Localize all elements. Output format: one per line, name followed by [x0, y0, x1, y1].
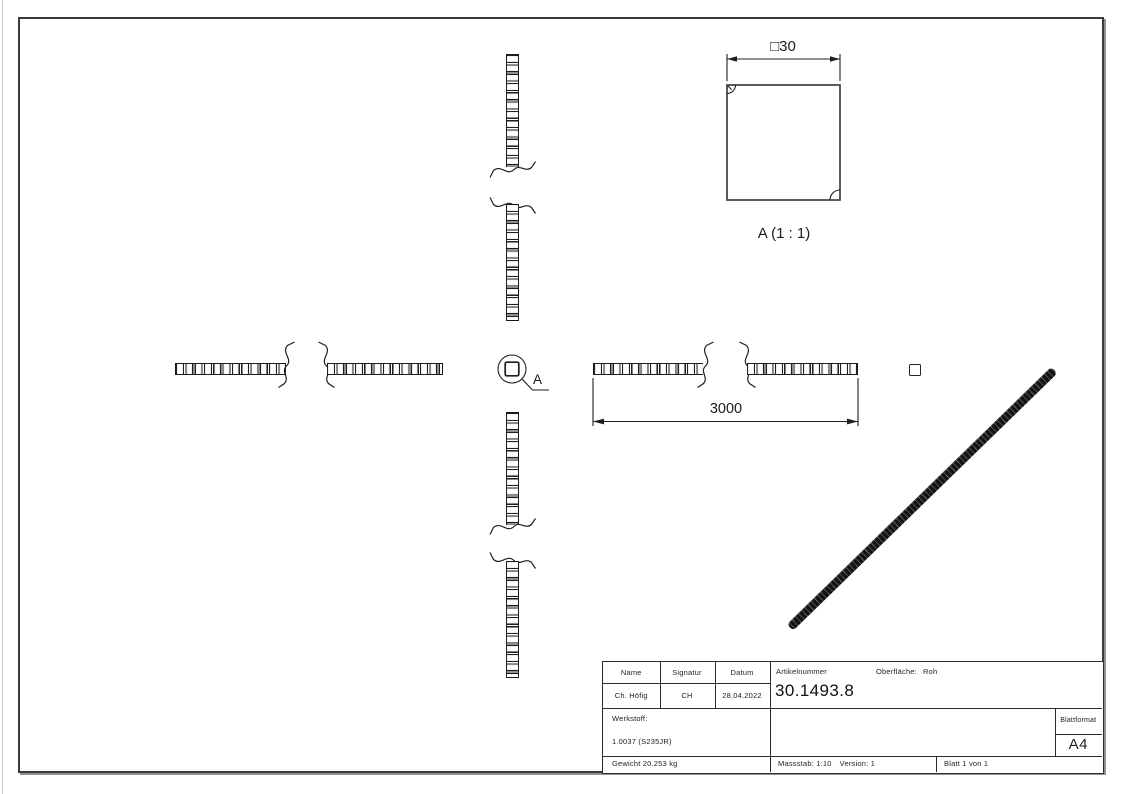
sheet-edge-line — [2, 0, 3, 794]
signatur-value: CH — [681, 690, 693, 700]
title-block-line — [659, 662, 661, 708]
name-value: Ch. Höfig — [614, 690, 648, 700]
bottom-view-bar-segment-2 — [506, 561, 519, 678]
massstab-version-row: Massstab: 1:10 Version: 1 — [778, 756, 933, 773]
title-block-line — [714, 662, 716, 708]
bottom-view-bar-segment-1 — [506, 412, 519, 525]
datum-header: Datum — [730, 668, 754, 677]
title-block-line — [603, 755, 1102, 757]
oberflaeche-label: Oberfläche: — [876, 666, 917, 676]
break-line — [278, 341, 295, 388]
massstab-text: Massstab: 1:10 — [778, 759, 832, 769]
blatt-text: Blatt 1 von 1 — [944, 759, 989, 769]
title-block-line — [603, 707, 1102, 709]
detail-callout-circle — [497, 354, 549, 391]
datum-value: 28.04.2022 — [722, 690, 762, 700]
dimensioned-view-bar-segment-2 — [747, 363, 858, 375]
werkstoff-label: Werkstoff: — [612, 713, 648, 723]
blattformat-value: A4 — [1068, 736, 1088, 754]
version-text: Version: 1 — [839, 759, 876, 769]
detail-callout-label: A — [533, 372, 543, 387]
length-dimension-text: 3000 — [709, 401, 743, 417]
drawing-frame-border — [18, 17, 1104, 773]
length-dimension-lines — [592, 378, 859, 426]
detail-dimension-text: □30 — [770, 38, 796, 55]
name-header: Name — [620, 668, 642, 677]
title-block-line — [1054, 707, 1056, 756]
werkstoff-value: 1.0037 (S235JR) — [612, 736, 672, 746]
top-view-bar-segment-1 — [506, 54, 519, 167]
break-line — [318, 341, 335, 388]
break-line — [697, 341, 714, 388]
oberflaeche-row: Oberfläche: Roh — [876, 666, 1046, 676]
top-view-bar-segment-2 — [506, 204, 519, 321]
title-block-line — [603, 683, 771, 685]
title-block-line — [1054, 734, 1102, 736]
signatur-header: Signatur — [672, 668, 702, 677]
break-line — [489, 161, 536, 178]
front-view-bar-segment-1 — [175, 363, 286, 375]
detail-view-a — [726, 54, 841, 201]
title-block-line — [936, 755, 938, 772]
break-line — [489, 518, 536, 535]
artikelnummer-label: Artikelnummer — [776, 666, 827, 676]
oberflaeche-value: Roh — [922, 666, 938, 676]
title-block: Name Signatur Datum Ch. Höfig CH 28.04.2… — [602, 661, 1104, 774]
blattformat-label: Blattformat — [1060, 717, 1097, 725]
title-block-line — [769, 662, 771, 772]
dimensioned-view-bar-segment-1 — [593, 363, 703, 375]
break-line — [489, 552, 536, 569]
end-view-square — [909, 364, 921, 376]
gewicht-text: Gewicht 20.253 kg — [612, 759, 678, 769]
detail-view-label: A (1 : 1) — [757, 225, 811, 242]
artikelnummer-value: 30.1493.8 — [775, 681, 855, 700]
front-view-bar-segment-2 — [327, 363, 443, 375]
